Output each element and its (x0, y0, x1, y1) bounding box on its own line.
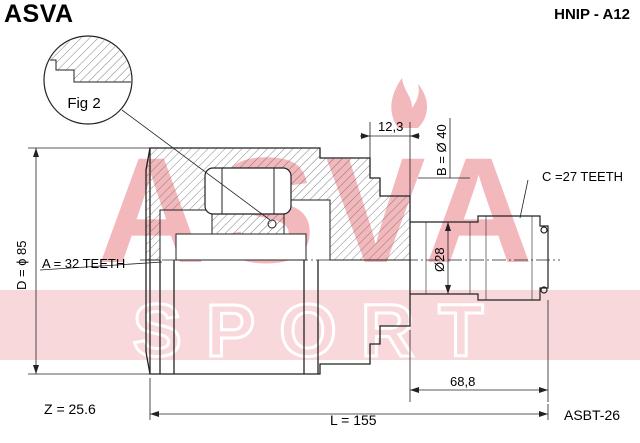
product-code: ASBT-26 (564, 407, 620, 423)
dim-shaft-length: 12,3 (378, 119, 403, 134)
brand-title: ASVA (4, 0, 74, 28)
dim-total-length: L = 155 (330, 412, 377, 428)
dimension-arrows (33, 133, 548, 417)
dim-stub-diameter: Ø28 (432, 247, 447, 272)
dim-inner-teeth: A = 32 TEETH (42, 256, 125, 271)
watermark-band (0, 290, 640, 360)
z-value: Z = 25.6 (44, 401, 96, 417)
flame-icon (391, 78, 427, 128)
dim-stub-teeth: C =27 TEETH (542, 169, 623, 184)
stub-shaft (410, 215, 549, 301)
detail-label: Fig 2 (67, 95, 100, 112)
dim-shaft-diameter: B = Ø 40 (434, 124, 449, 176)
part-number: HNIP - A12 (554, 6, 630, 23)
section-view (145, 147, 411, 261)
watermark-bottom: SPORT (133, 289, 508, 372)
dimension-lines (28, 118, 549, 420)
dim-stub-length: 68,8 (450, 374, 475, 389)
dim-outer-diameter: D = ɸ 85 (14, 241, 29, 290)
detail-bubble: Fig 2 (43, 35, 271, 221)
